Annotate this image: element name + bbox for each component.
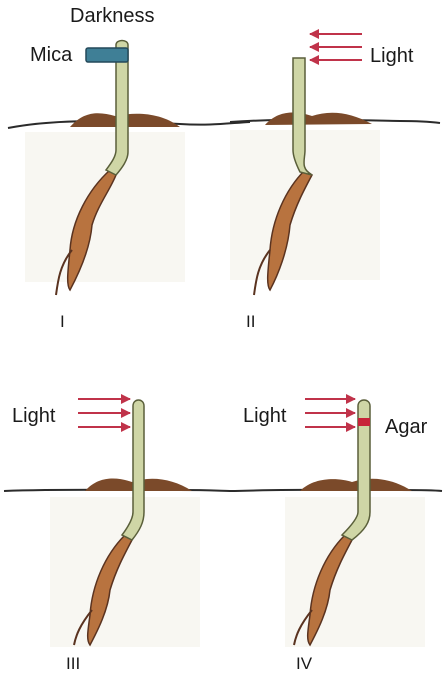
soil-mound (265, 113, 372, 125)
light-label: Light (243, 405, 287, 427)
light-label: Light (12, 405, 56, 427)
panel-numeral: II (246, 312, 255, 331)
panel-numeral: IV (296, 654, 313, 673)
underground-area (25, 132, 185, 282)
darkness-label: Darkness (70, 5, 154, 27)
panel-iii: Light III (4, 399, 235, 673)
mica-label: Mica (30, 44, 73, 66)
panel-iv: Light Agar IV (235, 399, 442, 673)
soil-mound (300, 479, 412, 491)
panel-ii: Light II (230, 34, 440, 331)
agar-block (358, 418, 370, 426)
agar-label: Agar (385, 416, 428, 438)
panel-numeral: I (60, 312, 65, 331)
panel-numeral: III (66, 654, 80, 673)
panel-i: Darkness Mica I (8, 5, 250, 331)
mica-plate (86, 48, 128, 62)
light-label: Light (370, 45, 414, 67)
underground-area (50, 497, 200, 647)
